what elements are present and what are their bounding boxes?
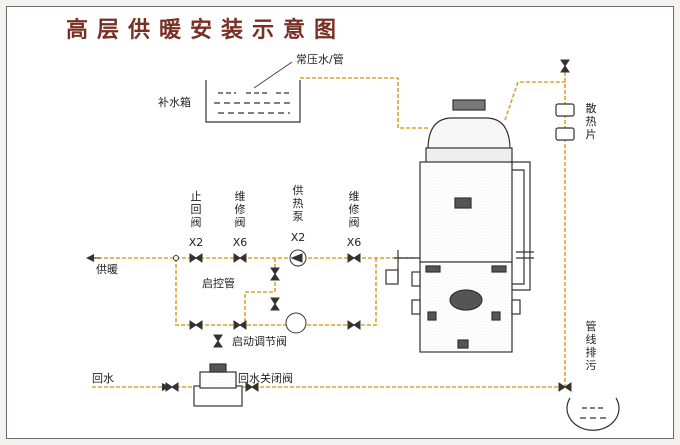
valves [165, 59, 572, 392]
drain-valve [558, 382, 572, 392]
supply-label: 供暖 [96, 263, 118, 276]
start-adjust-valve [213, 334, 223, 348]
bypass-valve-3 [347, 320, 361, 330]
air-vent-valve [560, 59, 570, 73]
start-pipe-label: 启控管 [202, 277, 235, 290]
return-label: 回水 [92, 372, 114, 385]
diagram-title: 高层供暖安装示意图 [66, 18, 346, 43]
start-valve-label: 启动调节阀 [232, 335, 287, 348]
start-control-pipe [244, 258, 276, 325]
repair-valve-2 [347, 253, 361, 263]
expansion-tank [205, 80, 301, 123]
bypass-pump [285, 312, 307, 334]
bypass-valve-2 [233, 320, 247, 330]
return-filter-device [193, 363, 243, 407]
start-pipe-valve [270, 267, 280, 281]
repair-valve-1 [233, 253, 247, 263]
check-valve [189, 253, 203, 263]
pressure-pipe [300, 77, 428, 129]
drain-label: 管线排污 [585, 320, 597, 372]
return-valve-label: 回水关闭阀 [238, 372, 293, 385]
pump-label: 供热泵 [292, 184, 304, 223]
boiler-body [385, 99, 534, 353]
check-valve-label: 止回阀 [190, 190, 202, 229]
start-pipe-valve-2 [270, 297, 280, 311]
repair-valve-1-code: X6 [232, 236, 248, 249]
check-valve-code: X2 [188, 236, 204, 249]
check-point [173, 255, 179, 261]
radiator-label: 散热片 [585, 102, 597, 141]
drain-basin [566, 397, 620, 431]
radiators [555, 103, 575, 141]
tank-label: 补水箱 [158, 96, 191, 109]
return-valve-1 [165, 382, 179, 392]
repair-valve-2-code: X6 [346, 236, 362, 249]
top-connection-pipe [504, 81, 565, 121]
radiator-2 [555, 127, 575, 141]
return-valve-2 [245, 382, 259, 392]
repair-valve-1-label: 维修阀 [234, 190, 246, 229]
repair-valve-2-label: 维修阀 [348, 190, 360, 229]
bypass-valve-1 [189, 320, 203, 330]
bypass-loop-pipe [175, 258, 377, 326]
pressure-label: 常压水/管 [296, 53, 344, 66]
radiator-1 [555, 103, 575, 117]
pump-code: X2 [290, 231, 306, 244]
supply-arrow [86, 254, 94, 262]
